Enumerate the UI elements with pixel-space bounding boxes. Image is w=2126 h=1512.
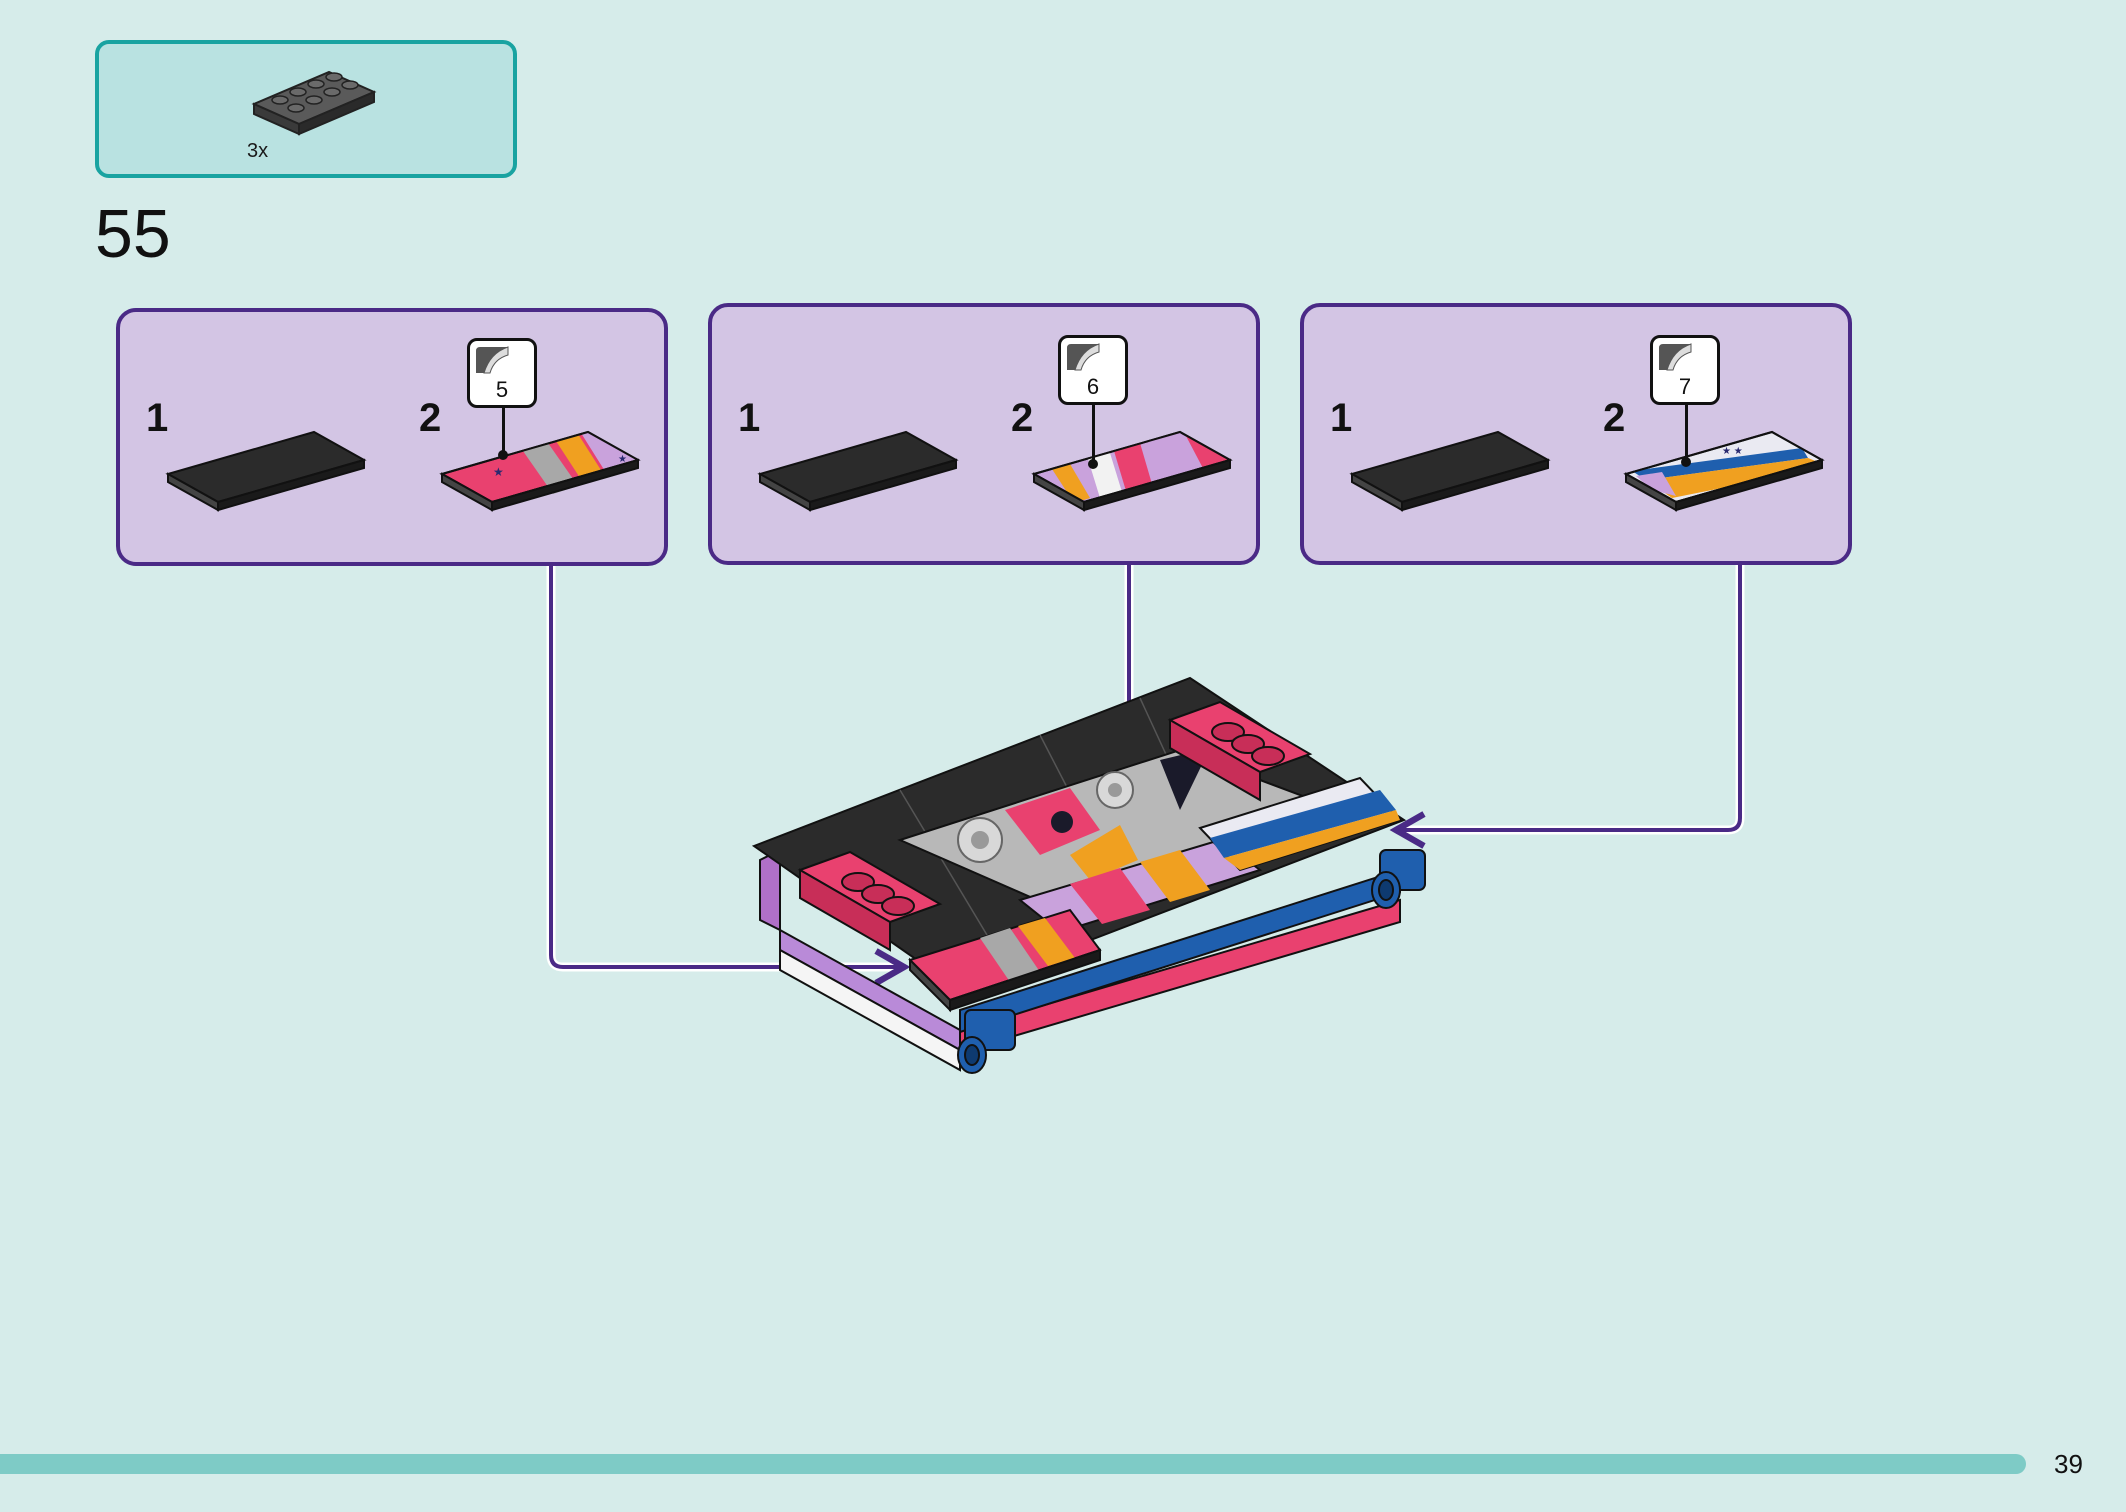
sticker-callout-7: 7 — [1650, 335, 1720, 405]
black-tile-icon — [757, 430, 959, 512]
svg-text:★: ★ — [618, 454, 627, 465]
sticker-number: 7 — [1678, 374, 1692, 399]
sticker-leader-dot — [498, 450, 508, 460]
page-number: 39 — [2054, 1449, 2083, 1479]
black-tile-icon — [165, 430, 367, 512]
sticker-leader-line — [502, 408, 505, 454]
dj-booth-model-illustration — [751, 676, 1426, 1074]
svg-text:★: ★ — [493, 465, 504, 479]
sticker-sheet-icon — [1659, 343, 1692, 371]
decorated-tile-6-icon — [1031, 430, 1233, 512]
sticker-sheet-icon — [476, 346, 509, 374]
sticker-leader-dot — [1681, 457, 1691, 467]
black-tile-icon — [1349, 430, 1551, 512]
decorated-tile-7-icon: ★ ★ — [1623, 430, 1825, 512]
sub-step-box-3: 1 2 ★ ★ 7 — [1300, 303, 1852, 565]
step-number: 55 — [95, 196, 171, 272]
sub-step-box-1: 1 2 ★ ★ 5 — [116, 308, 668, 566]
sub-step-label-1: 1 — [146, 396, 169, 440]
footer-progress-bar — [0, 1454, 2026, 1474]
dark-gray-plate-icon — [251, 70, 377, 136]
sub-step-box-2: 1 2 6 — [708, 303, 1260, 565]
sticker-sheet-icon — [1067, 343, 1100, 371]
arrow-sub-step-1 — [549, 564, 911, 986]
sticker-leader-line — [1685, 405, 1688, 461]
decorated-tile-5-icon: ★ ★ — [439, 430, 641, 512]
sticker-number: 6 — [1086, 374, 1100, 399]
sticker-number: 5 — [495, 377, 509, 402]
sticker-leader-dot — [1088, 459, 1098, 469]
sub-step-label-2: 2 — [1011, 396, 1034, 440]
sub-step-label-1: 1 — [1330, 396, 1353, 440]
sticker-leader-line — [1092, 405, 1095, 463]
sticker-callout-5: 5 — [467, 338, 537, 408]
parts-list-box: 3x — [95, 40, 517, 178]
sticker-callout-6: 6 — [1058, 335, 1128, 405]
sub-step-label-2: 2 — [1603, 396, 1626, 440]
part-quantity: 3x — [247, 140, 269, 162]
arrow-sub-step-3 — [1389, 564, 1742, 849]
svg-text:★ ★: ★ ★ — [1722, 446, 1743, 457]
sub-step-label-1: 1 — [738, 396, 761, 440]
sub-step-label-2: 2 — [419, 396, 442, 440]
